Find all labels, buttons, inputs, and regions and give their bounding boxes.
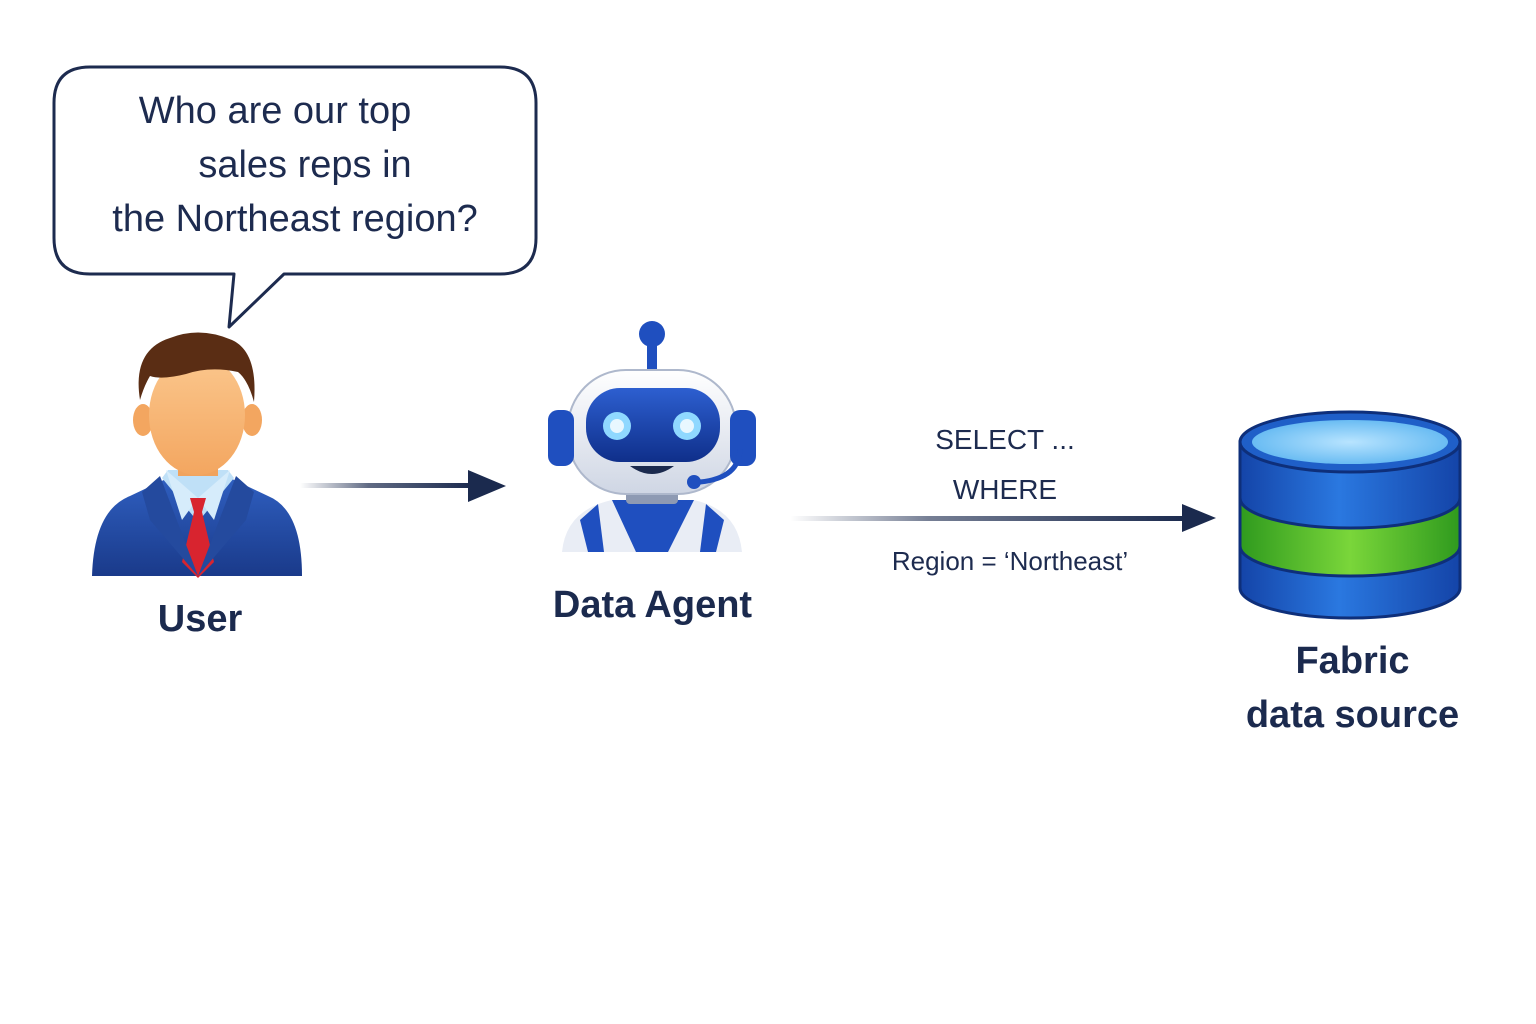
database-cylinder-icon xyxy=(1238,410,1462,620)
speech-bubble xyxy=(52,65,538,329)
speech-bubble-text: Who are our top sales reps in the Northe… xyxy=(60,84,530,246)
query-where-text: WHERE xyxy=(952,474,1058,505)
fabric-label-line-2: data source xyxy=(1245,694,1460,736)
user-businessman-icon xyxy=(92,332,302,578)
arrow-user-to-agent xyxy=(300,470,506,502)
data-agent-label: Data Agent xyxy=(552,584,753,626)
fabric-data-source-label: Fabric data source xyxy=(1200,634,1505,742)
user-label: User xyxy=(157,598,243,640)
query-condition-text: Region = ‘Northeast’ xyxy=(891,546,1129,576)
query-select-text: SELECT ... xyxy=(935,424,1075,455)
bubble-line-2: sales reps in xyxy=(198,144,412,186)
bubble-line-3: the Northeast region? xyxy=(112,198,478,240)
bubble-line-1: Who are our top xyxy=(138,90,412,132)
fabric-label-line-1: Fabric xyxy=(1295,640,1410,682)
arrow-agent-to-database xyxy=(790,504,1216,532)
robot-icon xyxy=(548,321,756,552)
